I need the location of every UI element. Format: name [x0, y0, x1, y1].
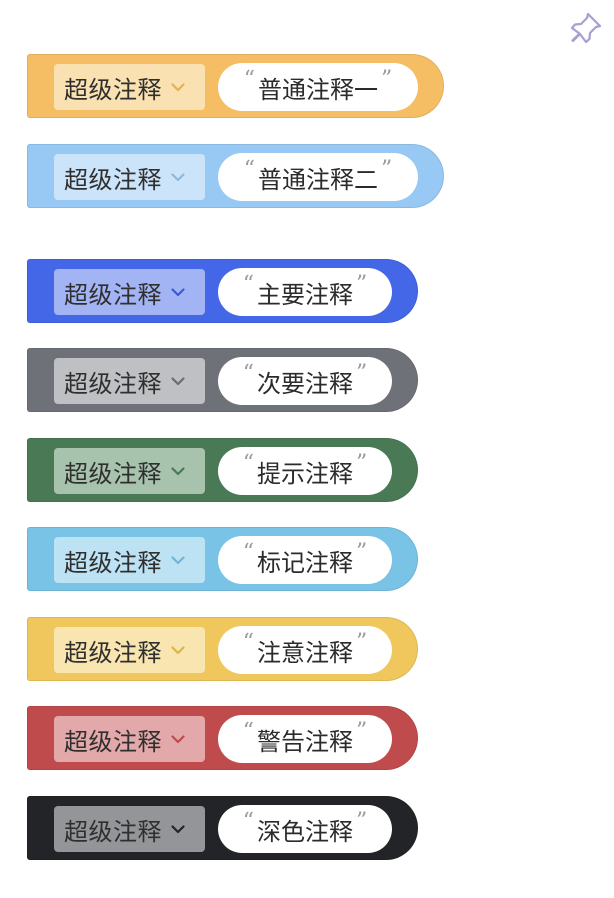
open-quote: “ [243, 66, 255, 92]
open-quote: “ [242, 539, 254, 565]
close-quote: ” [356, 808, 368, 834]
comment-text: 标记注释 [257, 548, 353, 577]
chevron-down-icon [170, 823, 186, 835]
comment-type-dropdown[interactable]: 超级注释 [54, 716, 205, 762]
open-quote: “ [242, 718, 254, 744]
comment-text-field[interactable]: “ 普通注释二 ” [218, 153, 418, 201]
comment-text-field[interactable]: “ 标记注释 ” [218, 536, 392, 584]
close-quote: ” [356, 450, 368, 476]
dropdown-label: 超级注释 [64, 280, 162, 309]
chevron-down-icon [170, 286, 186, 298]
comment-type-dropdown[interactable]: 超级注释 [54, 448, 205, 494]
comment-text-field[interactable]: “ 注意注释 ” [218, 626, 392, 674]
open-quote: “ [243, 156, 255, 182]
comment-block-normal-2[interactable]: 超级注释 “ 普通注释二 ” [27, 144, 444, 208]
dropdown-label: 超级注释 [64, 727, 162, 756]
comment-block-dark[interactable]: 超级注释 “ 深色注释 ” [27, 796, 418, 860]
chevron-down-icon [170, 644, 186, 656]
chevron-down-icon [170, 81, 186, 93]
comment-block-secondary[interactable]: 超级注释 “ 次要注释 ” [27, 348, 418, 412]
dropdown-label: 超级注释 [64, 165, 162, 194]
comment-text: 提示注释 [257, 459, 353, 488]
comment-text: 次要注释 [257, 369, 353, 398]
open-quote: “ [242, 271, 254, 297]
comment-block-danger[interactable]: 超级注释 “ 警告注释 ” [27, 706, 418, 770]
dropdown-label: 超级注释 [64, 75, 162, 104]
dropdown-label: 超级注释 [64, 638, 162, 667]
comment-block-success[interactable]: 超级注释 “ 提示注释 ” [27, 438, 418, 502]
close-quote: ” [356, 629, 368, 655]
comment-type-dropdown[interactable]: 超级注释 [54, 806, 205, 852]
comment-type-dropdown[interactable]: 超级注释 [54, 154, 205, 200]
comment-text: 深色注释 [257, 817, 353, 846]
close-quote: ” [356, 718, 368, 744]
close-quote: ” [356, 271, 368, 297]
chevron-down-icon [170, 554, 186, 566]
close-quote: ” [356, 360, 368, 386]
dropdown-label: 超级注释 [64, 459, 162, 488]
open-quote: “ [242, 360, 254, 386]
chevron-down-icon [170, 465, 186, 477]
comment-type-dropdown[interactable]: 超级注释 [54, 269, 205, 315]
dropdown-label: 超级注释 [64, 548, 162, 577]
comment-text-field[interactable]: “ 普通注释一 ” [218, 63, 418, 111]
close-quote: ” [356, 539, 368, 565]
open-quote: “ [242, 808, 254, 834]
open-quote: “ [242, 629, 254, 655]
comment-block-normal-1[interactable]: 超级注释 “ 普通注释一 ” [27, 54, 444, 118]
close-quote: ” [381, 156, 393, 182]
comment-block-info[interactable]: 超级注释 “ 标记注释 ” [27, 527, 418, 591]
comment-text-field[interactable]: “ 深色注释 ” [218, 805, 392, 853]
chevron-down-icon [170, 375, 186, 387]
comment-text: 主要注释 [257, 280, 353, 309]
dropdown-label: 超级注释 [64, 817, 162, 846]
comment-text: 警告注释 [257, 727, 353, 756]
comment-text-field[interactable]: “ 主要注释 ” [218, 268, 392, 316]
comment-text-field[interactable]: “ 次要注释 ” [218, 357, 392, 405]
dropdown-label: 超级注释 [64, 369, 162, 398]
comment-text: 普通注释一 [258, 75, 378, 104]
comment-type-dropdown[interactable]: 超级注释 [54, 627, 205, 673]
pin-button[interactable] [566, 8, 606, 48]
pin-icon [570, 12, 602, 44]
comment-block-primary[interactable]: 超级注释 “ 主要注释 ” [27, 259, 418, 323]
chevron-down-icon [170, 733, 186, 745]
comment-type-dropdown[interactable]: 超级注释 [54, 358, 205, 404]
comment-type-dropdown[interactable]: 超级注释 [54, 537, 205, 583]
comment-block-warning[interactable]: 超级注释 “ 注意注释 ” [27, 617, 418, 681]
comment-text: 普通注释二 [258, 165, 378, 194]
comment-text: 注意注释 [257, 638, 353, 667]
comment-text-field[interactable]: “ 提示注释 ” [218, 447, 392, 495]
chevron-down-icon [170, 171, 186, 183]
close-quote: ” [381, 66, 393, 92]
open-quote: “ [242, 450, 254, 476]
comment-text-field[interactable]: “ 警告注释 ” [218, 715, 392, 763]
comment-type-dropdown[interactable]: 超级注释 [54, 64, 205, 110]
